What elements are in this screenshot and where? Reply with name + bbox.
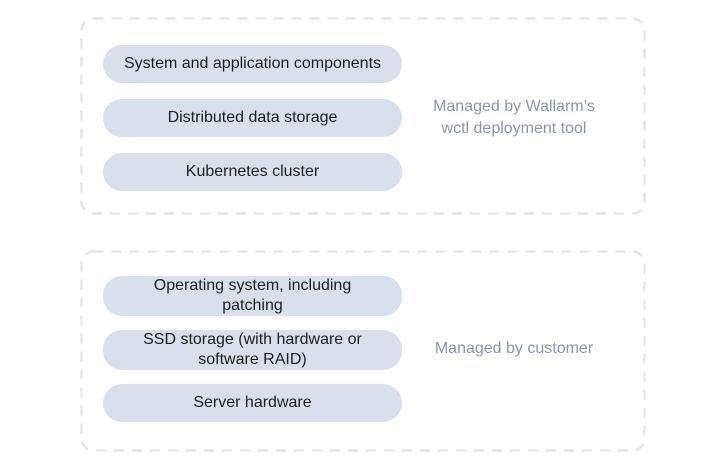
customer-pill-list: Operating system, including patching SSD…	[103, 276, 402, 422]
customer-group-label: Managed by customer	[434, 340, 594, 357]
wallarm-group-content: System and application components Distri…	[80, 17, 646, 215]
component-pill: Server hardware	[103, 384, 402, 422]
component-pill: Operating system, including patching	[103, 276, 402, 316]
customer-group-content: Operating system, including patching SSD…	[80, 250, 646, 452]
wallarm-group-label: Managed by Wallarm’s wctl deployment too…	[433, 98, 595, 137]
customer-managed-group: Operating system, including patching SSD…	[80, 250, 646, 452]
component-pill: System and application components	[103, 45, 402, 83]
component-pill: SSD storage (with hardware or software R…	[103, 330, 402, 370]
wallarm-managed-group: System and application components Distri…	[80, 17, 646, 215]
component-pill: Kubernetes cluster	[103, 153, 402, 191]
wallarm-pill-list: System and application components Distri…	[103, 45, 402, 191]
component-pill: Distributed data storage	[103, 99, 402, 137]
